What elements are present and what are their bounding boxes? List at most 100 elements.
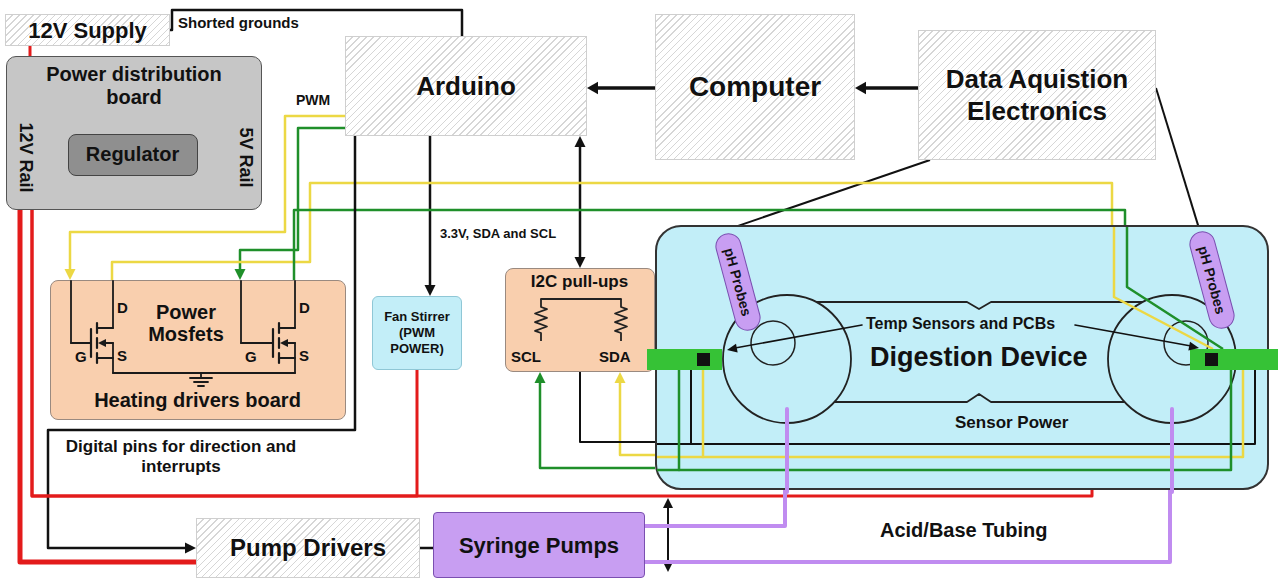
mosfet-symbol: [97, 327, 113, 329]
connector-line: [429, 136, 432, 288]
sensor-board: [1190, 349, 1278, 370]
tubing-line: [1170, 409, 1174, 492]
scl-wire: [678, 370, 681, 470]
edge-label: PWM: [296, 92, 330, 109]
connector-line: [29, 46, 32, 56]
computer-box: Computer: [655, 14, 855, 160]
node-text: Syringe Pumps: [459, 533, 619, 558]
ground-wire: [113, 372, 295, 374]
channel-wall: [834, 394, 1125, 402]
node-text: Regulator: [86, 143, 179, 166]
pullup-board: I2C pull-upsSCL SDA: [505, 268, 655, 372]
tubing-line: [785, 409, 789, 492]
sda-wire: [702, 370, 705, 457]
connector-line: [645, 490, 785, 526]
tubing-bracket: [667, 504, 669, 566]
gate-wire: [71, 342, 91, 344]
node-text: Computer: [689, 71, 821, 103]
connector: [645, 490, 1170, 562]
channel-wall: [816, 302, 1143, 309]
daq-box: Data Aquistion Electronics: [918, 30, 1156, 160]
edge-label: Digital pins for direction and interrupt…: [56, 437, 306, 477]
drain-wire: [112, 281, 114, 328]
connector-line: [170, 10, 462, 36]
arrow-head: [425, 285, 436, 296]
node-text: Digestion Device: [870, 342, 1088, 373]
mosfet-symbol: [279, 357, 295, 359]
connector: [725, 160, 930, 230]
probe-capsule: pH Probes: [1187, 228, 1238, 331]
gate-wire: [240, 281, 242, 343]
node-text: pH Probes: [1195, 244, 1229, 316]
pin-letter: S: [299, 347, 309, 365]
source-wire: [112, 343, 114, 373]
arrow-head: [535, 372, 546, 383]
pin-letter: S: [117, 347, 127, 365]
arrow-head: [185, 543, 196, 554]
node-text: Arduino: [416, 71, 516, 101]
scl-wire: [657, 370, 1231, 470]
pin-letter: D: [299, 299, 310, 317]
node-text: Pump Drivers: [230, 534, 386, 562]
controller-box: Arduino: [345, 36, 587, 136]
ground-symbol: [194, 381, 208, 383]
node-text: 12V Supply: [28, 18, 147, 43]
pump-box: Syringe Pumps: [433, 512, 645, 578]
mosfet-symbol: [96, 338, 98, 348]
sensor-board: [647, 349, 722, 370]
ground-symbol: [198, 385, 204, 387]
probe-capsule: pH Probes: [713, 230, 764, 333]
connector-line: [420, 547, 433, 550]
node-text: Power Mosfets: [136, 301, 236, 345]
connector: [535, 372, 656, 468]
mosfet-symbol: [90, 329, 92, 357]
drain-wire: [294, 281, 296, 328]
device-body: Digestion Device pH Probes pH Probes: [655, 225, 1269, 490]
connector-line: [540, 380, 655, 468]
arrow-head: [615, 372, 626, 383]
arrow-head: [575, 257, 586, 268]
connector-line: [595, 86, 655, 90]
signal-label: Sensor Power: [955, 413, 1068, 433]
pin-letter: D: [117, 299, 128, 317]
node-text: SCL: [511, 348, 541, 365]
gate-wire: [70, 281, 72, 343]
node-text: Power distribution board: [35, 63, 233, 109]
source-wire: [294, 343, 296, 373]
connector-line: [863, 86, 918, 90]
connector: [30, 46, 31, 56]
resistor-symbol: [615, 299, 627, 341]
connector: [575, 136, 586, 268]
mosfet-symbol: [272, 329, 274, 357]
arrow-head: [855, 82, 866, 95]
mosfet-symbol: [278, 338, 280, 348]
power-wire: [690, 370, 692, 444]
leader-head: [727, 344, 738, 353]
connector-line: [32, 210, 417, 496]
connector: [420, 548, 433, 549]
pin-letter: G: [245, 348, 257, 366]
node-text: SDA: [599, 348, 631, 365]
connector: [587, 82, 655, 95]
mosfet-symbol: [97, 357, 113, 359]
connector-line: [645, 490, 1170, 562]
connector: [645, 490, 785, 526]
arrow-head: [235, 269, 246, 280]
connector: [170, 10, 462, 36]
leader-line: [1075, 325, 1191, 346]
connector: [1156, 88, 1199, 228]
node-text: I2C pull-ups: [506, 272, 653, 292]
edge-label: 3.3V, SDA and SCL: [440, 226, 556, 242]
stirrer-box: Fan Stirrer (PWM POWER): [372, 296, 462, 370]
arrow-head: [575, 136, 586, 147]
connector-line: [580, 372, 655, 442]
mosfet-arrow: [280, 339, 288, 347]
connector-line: [579, 144, 582, 261]
arrow-head: [587, 82, 598, 95]
connector: [425, 136, 436, 296]
resistor-symbol: [535, 299, 547, 341]
arrow-head: [65, 269, 76, 280]
callout-label: Temp Sensors and PCBs: [866, 314, 1055, 333]
